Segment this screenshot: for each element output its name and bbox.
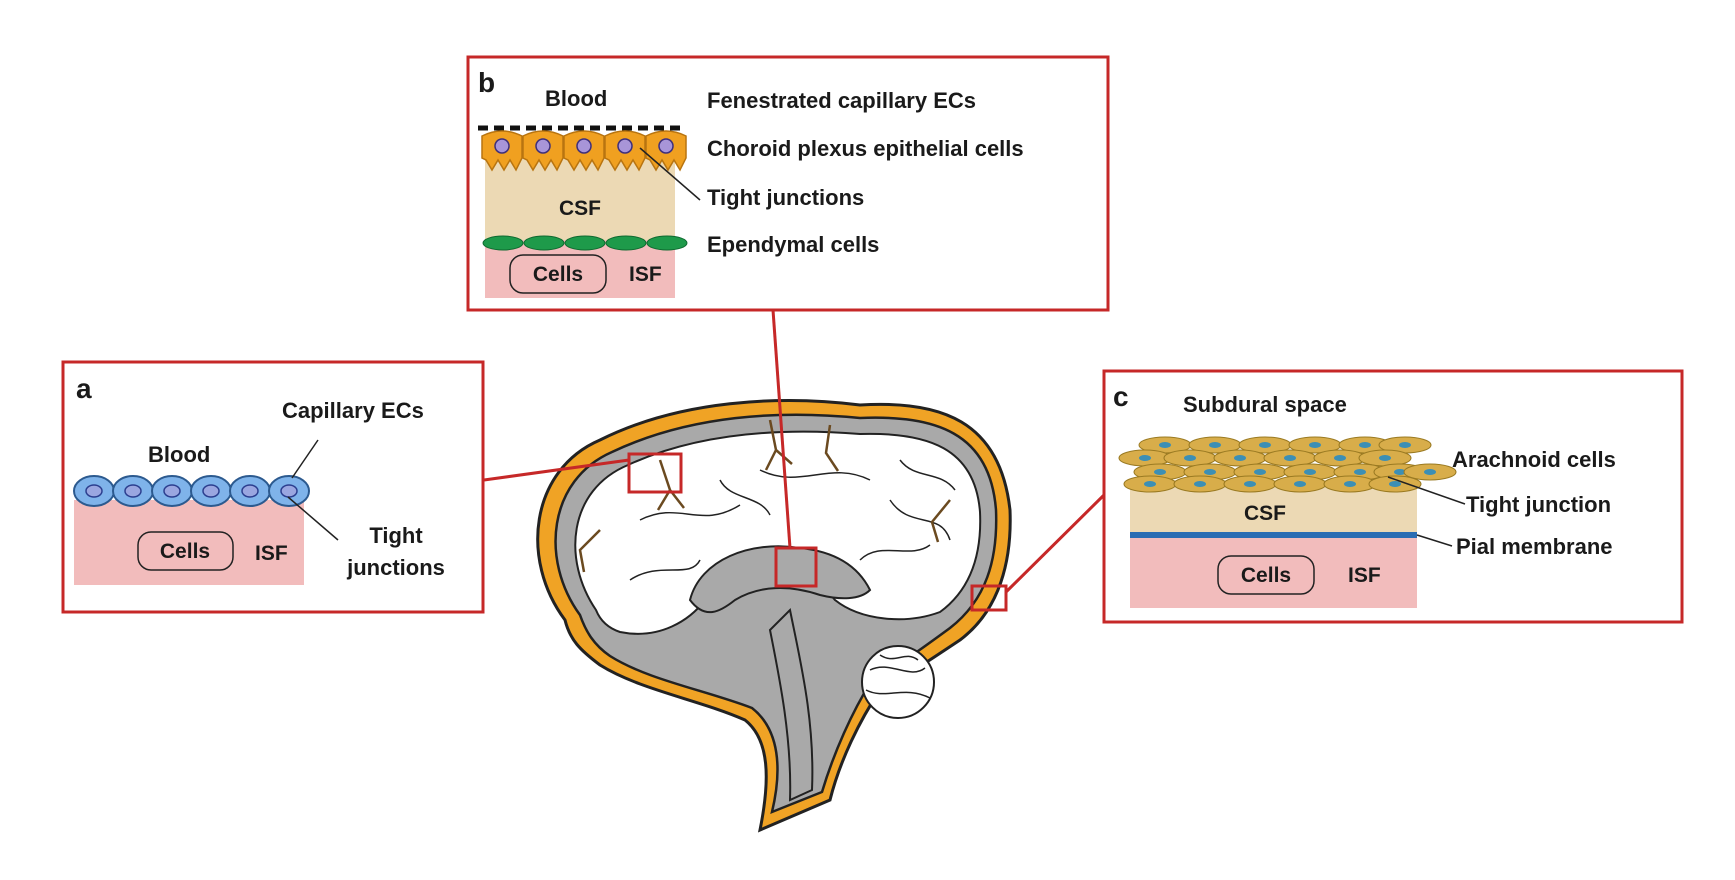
- panel-a-cells-box: [137, 531, 234, 571]
- panel-c-letter: c: [1113, 381, 1129, 412]
- ependymal-cell-icon: [482, 235, 524, 251]
- endothelial-cell-icon: [268, 475, 310, 507]
- brain-sagittal-illustration: [536, 399, 1012, 833]
- panel-c-cells-box: [1217, 555, 1315, 595]
- arachnoid-cell-icon: [1368, 475, 1422, 493]
- epithelial-cell-icon: [604, 130, 646, 172]
- panel-a-capillary-pointer: [291, 439, 319, 479]
- ependymal-cell-icon: [523, 235, 565, 251]
- pial-membrane-band: [1130, 532, 1417, 538]
- connector-b: [771, 309, 792, 549]
- panel-a-tight-label-1: Tight: [369, 523, 423, 548]
- arachnoid-cell-icon: [1313, 449, 1367, 467]
- endothelial-cell-icon: [73, 475, 115, 507]
- arachnoid-cell-icon: [1188, 436, 1242, 454]
- arachnoid-cell-icon: [1213, 449, 1267, 467]
- ependymal-cell-icon: [564, 235, 606, 251]
- arachnoid-cell-icon: [1273, 475, 1327, 493]
- panel-b-ependymal-row: [482, 235, 688, 251]
- panel-a-isf-label: ISF: [255, 542, 288, 565]
- ventricle: [688, 545, 872, 613]
- panel-b-cells-label: Cells: [533, 263, 583, 286]
- panel-a: a Blood Capillary ECs Cells ISF Tight ju…: [61, 360, 485, 614]
- ependymal-cell-icon: [646, 235, 688, 251]
- cerebellum: [861, 645, 935, 719]
- panel-c-tight-pointer: [1387, 476, 1466, 505]
- panel-b-tight-label: Tight junctions: [707, 185, 864, 210]
- arachnoid-cell-icon: [1163, 449, 1217, 467]
- connector-a: [483, 458, 630, 482]
- endothelial-cell-icon: [190, 475, 232, 507]
- panel-b-fenestrated-label: Fenestrated capillary ECs: [707, 88, 976, 113]
- panel-b-letter: b: [478, 67, 495, 98]
- epithelial-cell-icon: [563, 130, 605, 172]
- panel-c-csf-label: CSF: [1244, 502, 1286, 525]
- panel-b-tight-pointer: [639, 147, 701, 201]
- panel-b-ependymal-label: Ependymal cells: [707, 232, 879, 257]
- panel-a-cells-label: Cells: [160, 540, 210, 563]
- endothelial-cell-icon: [112, 475, 154, 507]
- panel-b-cells-box: [509, 254, 607, 294]
- callout-box-b: [774, 546, 818, 588]
- endothelial-cell-icon: [229, 475, 271, 507]
- connector-c: [1004, 493, 1106, 594]
- panel-b-blood-label: Blood: [545, 86, 607, 111]
- epithelial-cell-icon: [522, 130, 564, 172]
- panel-c: c Subdural space CSF Cells ISF Arachnoid…: [1102, 369, 1684, 624]
- panel-c-tight-label: Tight junction: [1466, 492, 1611, 517]
- ependymal-cell-icon: [605, 235, 647, 251]
- arachnoid-cell-icon: [1123, 475, 1177, 493]
- panel-b-csf-label: CSF: [559, 197, 601, 220]
- epithelial-cell-icon: [645, 130, 687, 172]
- panel-b-choroid-label: Choroid plexus epithelial cells: [707, 136, 1024, 161]
- epithelial-cell-icon: [481, 130, 523, 172]
- arachnoid-cell-icon: [1358, 449, 1412, 467]
- panel-a-endothelial-row: [73, 475, 310, 507]
- panel-a-tight-pointer: [287, 496, 339, 541]
- panel-b-choroid-row: [481, 130, 687, 172]
- gyri-lines: [629, 459, 956, 581]
- panel-a-letter: a: [76, 373, 92, 404]
- panel-c-pial-label: Pial membrane: [1456, 534, 1613, 559]
- panel-c-isf-region: [1130, 538, 1417, 608]
- panel-c-isf-label: ISF: [1348, 564, 1381, 587]
- panel-c-arachnoid-label: Arachnoid cells: [1452, 447, 1616, 472]
- arachnoid-cell-icon: [1173, 475, 1227, 493]
- panel-c-arachnoid-layer: [1118, 436, 1457, 493]
- brainstem: [768, 607, 814, 802]
- callout-box-a: [627, 452, 683, 494]
- arachnoid-cell-icon: [1323, 475, 1377, 493]
- panel-a-blood-label: Blood: [148, 442, 210, 467]
- panel-c-subdural-label: Subdural space: [1183, 392, 1347, 417]
- endothelial-cell-icon: [151, 475, 193, 507]
- panel-c-pial-pointer: [1416, 534, 1453, 547]
- panel-a-capillary-label: Capillary ECs: [282, 398, 424, 423]
- panel-b-isf-label: ISF: [629, 263, 662, 286]
- panel-a-tight-label-2: junctions: [346, 555, 445, 580]
- panel-b: b Blood CSF Cells ISF Fenestrated capill…: [466, 55, 1110, 312]
- cerebrum: [574, 430, 982, 635]
- panel-c-cells-label: Cells: [1241, 564, 1291, 587]
- arachnoid-cell-icon: [1223, 475, 1277, 493]
- arachnoid-cell-icon: [1403, 463, 1457, 481]
- callout-box-c: [970, 584, 1008, 612]
- panel-a-isf-region: [74, 500, 304, 585]
- arachnoid-cell-icon: [1263, 449, 1317, 467]
